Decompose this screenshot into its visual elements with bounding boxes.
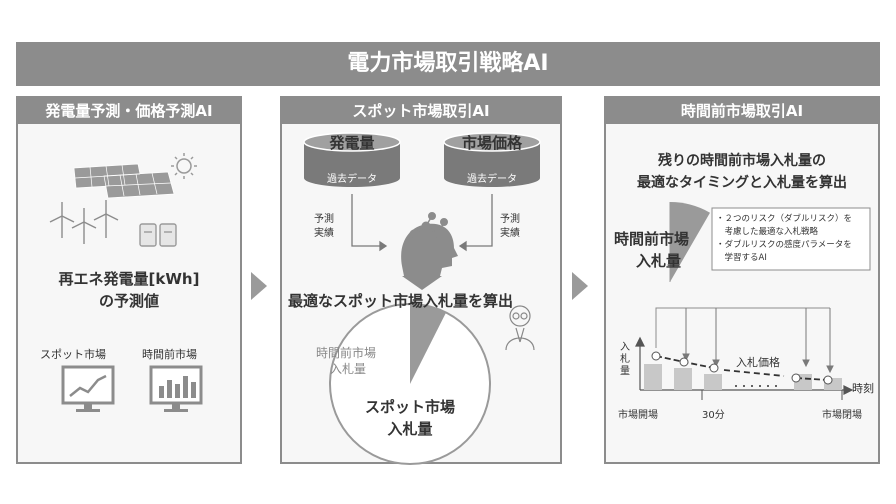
flow-arrow-2 bbox=[572, 272, 588, 300]
db1-title: 発電量 bbox=[329, 134, 375, 152]
timeline-bracket bbox=[655, 307, 830, 348]
note-line-4: 学習するAI bbox=[716, 253, 767, 263]
intraday-volume-2: 入札量 bbox=[636, 252, 682, 270]
spot-market-label: スポット市場 bbox=[40, 348, 106, 361]
intraday-market-monitor-icon bbox=[149, 365, 203, 412]
forecast-line-2: の予測値 bbox=[98, 292, 159, 310]
price-points bbox=[651, 351, 833, 385]
panel-forecast-header: 発電量予測・価格予測AI bbox=[18, 98, 240, 124]
solar-panel-icon bbox=[73, 163, 175, 199]
database-icon bbox=[303, 132, 401, 187]
thirty-min-label: 30分 bbox=[702, 410, 725, 421]
page-title: 電力市場取引戦略AI bbox=[16, 42, 880, 86]
left-note-actual: 実績 bbox=[314, 228, 334, 239]
panel-forecast-ai: 発電量予測・価格予測AI 再エネ発電量[kWh] の予測値 bbox=[16, 96, 242, 464]
market-open-label: 市場開場 bbox=[618, 410, 658, 421]
price-dots bbox=[735, 385, 777, 387]
market-close-label: 市場閉場 bbox=[822, 410, 862, 421]
pie-chart bbox=[329, 303, 491, 465]
intraday-quarter-pie bbox=[670, 202, 710, 282]
down-arrow-icon bbox=[402, 276, 442, 290]
intraday-volume-1: 時間前市場 bbox=[614, 230, 690, 248]
pie-slice-intraday bbox=[410, 304, 446, 384]
volume-bars bbox=[644, 364, 842, 390]
right-note-forecast: 予測 bbox=[500, 214, 520, 225]
panel-intraday-ai: 時間前市場取引AI 残りの時間前市場入札量の 最適なタイミングと入札量を算出 bbox=[604, 96, 880, 464]
note-line-3: ・ダブルリスクの感度パラメータを bbox=[716, 240, 852, 250]
forecast-line-1: 再エネ発電量[kWh] bbox=[58, 270, 200, 288]
note-line-2: 考慮した最適な入札戦略 bbox=[716, 227, 819, 237]
timing-chart bbox=[635, 202, 871, 400]
pie-label-intraday-1: 時間前市場 bbox=[316, 346, 377, 360]
pie-label-spot-2: 入札量 bbox=[387, 420, 433, 438]
pie-label-spot-1: スポット市場 bbox=[364, 398, 455, 416]
db2-title: 市場価格 bbox=[461, 134, 522, 152]
panel-spot-header: スポット市場取引AI bbox=[282, 98, 560, 124]
y-axis-label: 入札量 bbox=[620, 342, 630, 377]
x-axis-label: 時刻 bbox=[852, 382, 874, 395]
ai-brain-icon bbox=[401, 212, 458, 276]
note-line-1: ・２つのリスク（ダブルリスク）を bbox=[716, 214, 853, 224]
drop-arrows bbox=[682, 308, 834, 374]
database-cylinders bbox=[303, 132, 541, 465]
battery-icon bbox=[139, 223, 177, 247]
connector-arrows bbox=[351, 194, 493, 252]
spot-market-monitor-icon bbox=[61, 365, 115, 412]
intraday-heading-1: 残りの時間前市場入札量の bbox=[658, 153, 826, 169]
left-note-forecast: 予測 bbox=[314, 214, 334, 225]
spot-result-heading: 最適なスポット市場入札量を算出 bbox=[288, 292, 514, 310]
intraday-heading-2: 最適なタイミングと入札量を算出 bbox=[637, 175, 847, 191]
price-label: 入札価格 bbox=[736, 356, 780, 369]
db2-subtitle: 過去データ bbox=[467, 174, 517, 185]
tick-markers bbox=[701, 390, 843, 400]
panel-intraday-header: 時間前市場取引AI bbox=[606, 98, 878, 124]
database-icon bbox=[443, 132, 541, 187]
panel-spot-ai: スポット市場取引AI bbox=[280, 96, 562, 465]
intraday-market-label: 時間前市場 bbox=[142, 348, 197, 361]
right-note-actual: 実績 bbox=[500, 228, 520, 239]
flow-arrow-1 bbox=[251, 272, 267, 300]
person-icon bbox=[505, 305, 535, 351]
renewable-generation-icon bbox=[49, 153, 197, 247]
sun-icon bbox=[171, 153, 197, 179]
pie-label-intraday-2: 入札量 bbox=[330, 362, 367, 376]
wind-turbine-icon bbox=[49, 200, 119, 244]
db1-subtitle: 過去データ bbox=[327, 174, 377, 185]
note-box bbox=[711, 207, 871, 271]
